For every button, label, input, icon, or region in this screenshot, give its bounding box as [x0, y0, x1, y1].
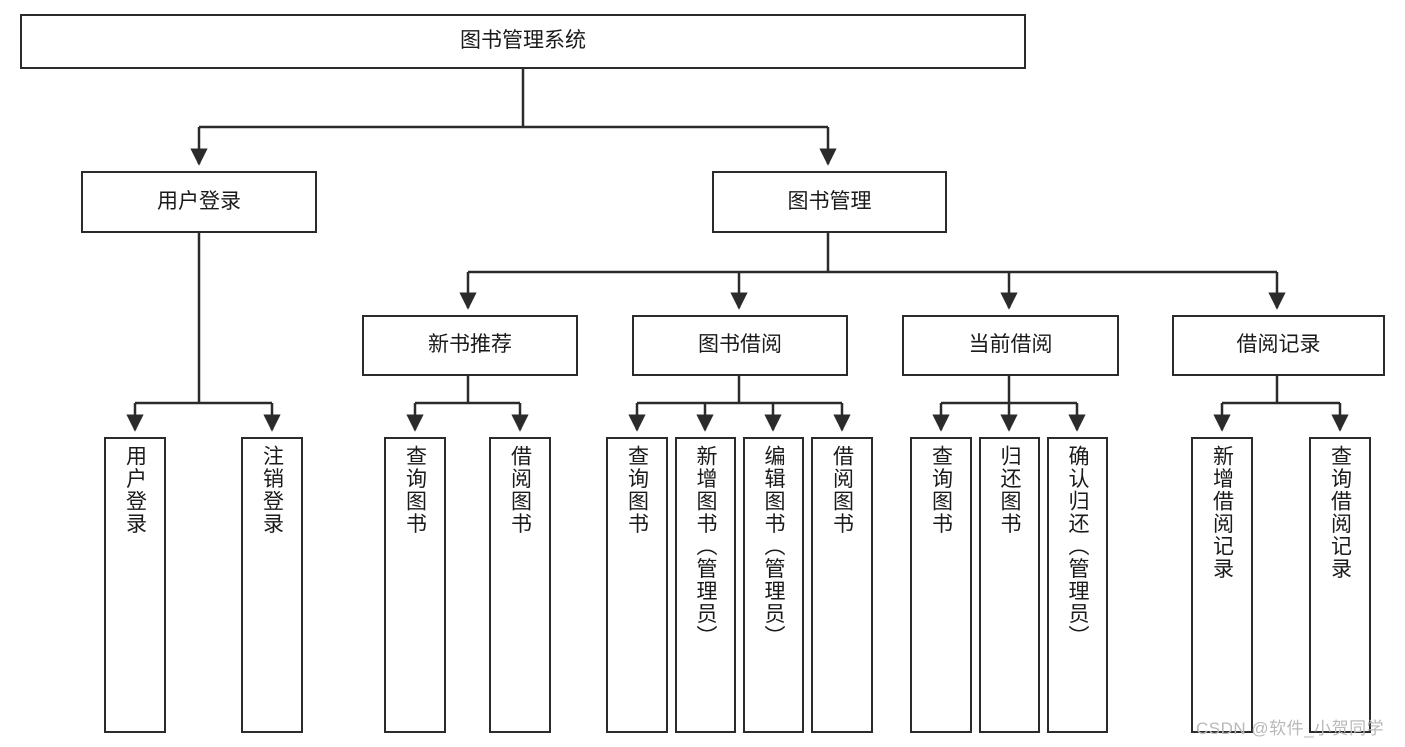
node-label: 查询图书: [403, 445, 427, 535]
node-label: 新增图书（管理员）: [694, 445, 717, 648]
csdn-watermark: CSDN @软件_小贺同学: [1196, 719, 1385, 738]
node-label: 图书管理系统: [460, 29, 586, 53]
node-label: 新增借阅记录: [1210, 445, 1234, 580]
node-book-borrow[interactable]: 图书借阅: [632, 315, 848, 376]
leaf-user-login[interactable]: 用户登录: [104, 437, 166, 733]
node-label: 归还图书: [998, 445, 1021, 535]
node-new-book-recommend[interactable]: 新书推荐: [362, 315, 578, 376]
node-label: 图书借阅: [698, 333, 782, 357]
node-borrow-records[interactable]: 借阅记录: [1172, 315, 1385, 376]
node-label: 注销登录: [260, 445, 284, 535]
node-label: 编辑图书（管理员）: [762, 445, 785, 648]
leaf-return-books[interactable]: 归还图书: [979, 437, 1040, 733]
node-label: 用户登录: [123, 445, 147, 535]
node-label: 借阅记录: [1236, 333, 1321, 357]
node-label: 借阅图书: [830, 445, 854, 535]
node-label: 借阅图书: [508, 445, 532, 535]
leaf-add-borrow-record[interactable]: 新增借阅记录: [1191, 437, 1253, 733]
node-label: 用户登录: [157, 189, 241, 213]
node-label: 图书管理: [787, 189, 872, 213]
leaf-query-borrow-record[interactable]: 查询借阅记录: [1309, 437, 1371, 733]
leaf-edit-book-admin[interactable]: 编辑图书（管理员）: [743, 437, 804, 733]
node-label: 查询借阅记录: [1328, 445, 1352, 580]
node-label: 确认归还（管理员）: [1066, 445, 1089, 648]
leaf-add-book-admin[interactable]: 新增图书（管理员）: [675, 437, 736, 733]
node-book-management[interactable]: 图书管理: [712, 171, 947, 233]
node-label: 新书推荐: [428, 333, 512, 357]
leaf-borrow-books-recommend[interactable]: 借阅图书: [489, 437, 551, 733]
leaf-borrow-books[interactable]: 借阅图书: [811, 437, 873, 733]
leaf-query-books-current[interactable]: 查询图书: [910, 437, 972, 733]
node-label: 查询图书: [929, 445, 953, 535]
node-user-login[interactable]: 用户登录: [81, 171, 317, 233]
leaf-confirm-return-admin[interactable]: 确认归还（管理员）: [1047, 437, 1108, 733]
node-current-borrow[interactable]: 当前借阅: [902, 315, 1119, 376]
node-label: 查询图书: [625, 445, 649, 535]
node-label: 当前借阅: [968, 333, 1053, 357]
leaf-logout[interactable]: 注销登录: [241, 437, 303, 733]
leaf-query-books-borrow[interactable]: 查询图书: [606, 437, 668, 733]
node-root-system[interactable]: 图书管理系统: [20, 14, 1026, 69]
leaf-query-books-recommend[interactable]: 查询图书: [384, 437, 446, 733]
